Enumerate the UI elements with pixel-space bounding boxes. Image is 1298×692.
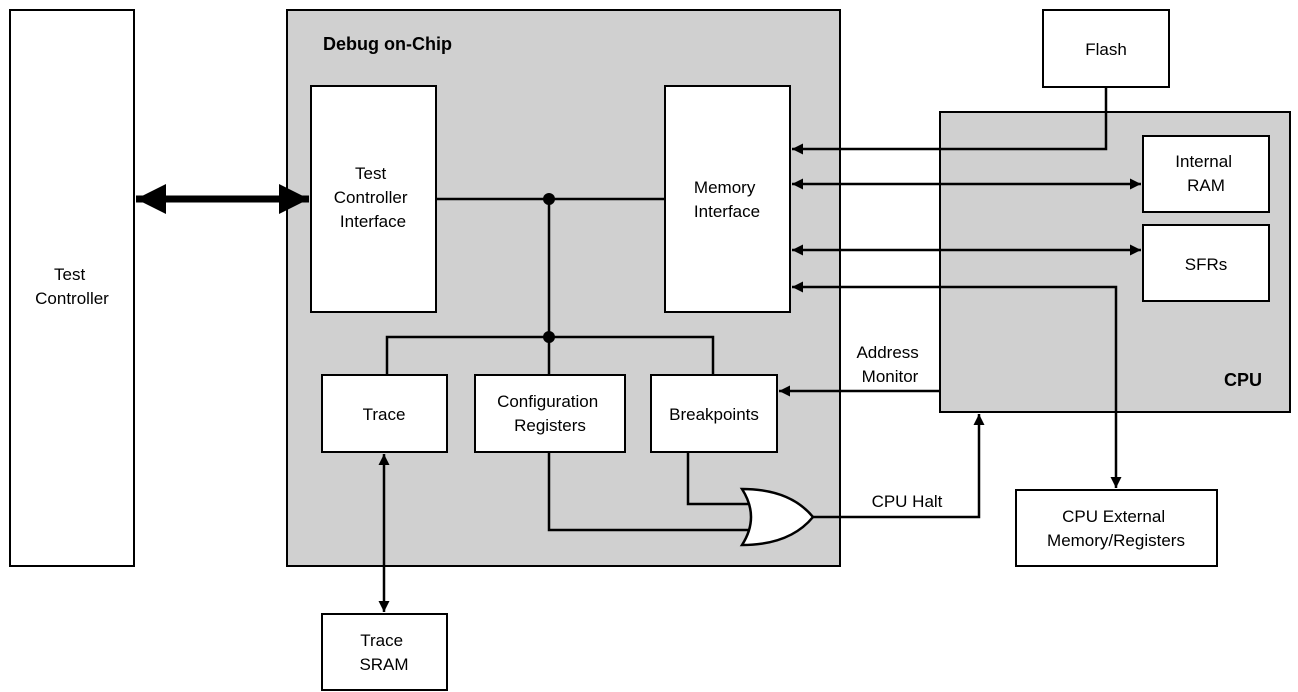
config-to-gate-line	[547, 452, 748, 532]
memory-interface-label: Memory Interface	[694, 178, 760, 221]
test-controller-box	[9, 9, 135, 567]
sfrs-label: SFRs	[1185, 255, 1228, 274]
breakpoints-box	[650, 374, 778, 453]
bus-junction-dot	[543, 193, 555, 205]
trace-sram-box	[321, 613, 448, 691]
internal-ram-box	[1142, 135, 1270, 213]
breakpoints-label: Breakpoints	[669, 405, 759, 424]
cpu-external-label: CPU External Memory/Registers	[1047, 507, 1185, 550]
address-monitor-label: Address Monitor	[856, 343, 923, 386]
flash-label: Flash	[1085, 40, 1127, 59]
breakpoints-to-gate-line	[686, 452, 748, 506]
sfrs-box	[1142, 224, 1270, 302]
trace-label: Trace	[363, 405, 406, 424]
test-controller-interface-box	[310, 85, 437, 313]
cpu-external-link-arrow	[792, 281, 1122, 488]
or-gate-icon	[739, 487, 815, 547]
flash-to-memory-arrow	[792, 87, 1108, 155]
internal-ram-label: Internal RAM	[1175, 152, 1236, 195]
cpu-halt-arrow	[813, 414, 985, 519]
test-controller-interface-label: Test Controller Interface	[334, 164, 412, 231]
configuration-registers-label: Configuration Registers	[497, 392, 603, 435]
cpu-halt-label: CPU Halt	[872, 492, 943, 511]
debug-on-chip-title: Debug on-Chip	[323, 34, 452, 54]
test-controller-label: Test Controller	[35, 265, 109, 308]
memory-interface-box	[664, 85, 791, 313]
trace-box	[321, 374, 448, 453]
cpu-external-box	[1015, 489, 1218, 567]
cpu-title: CPU	[1224, 370, 1262, 390]
configuration-registers-box	[474, 374, 626, 453]
trace-sram-label: Trace SRAM	[359, 631, 408, 674]
